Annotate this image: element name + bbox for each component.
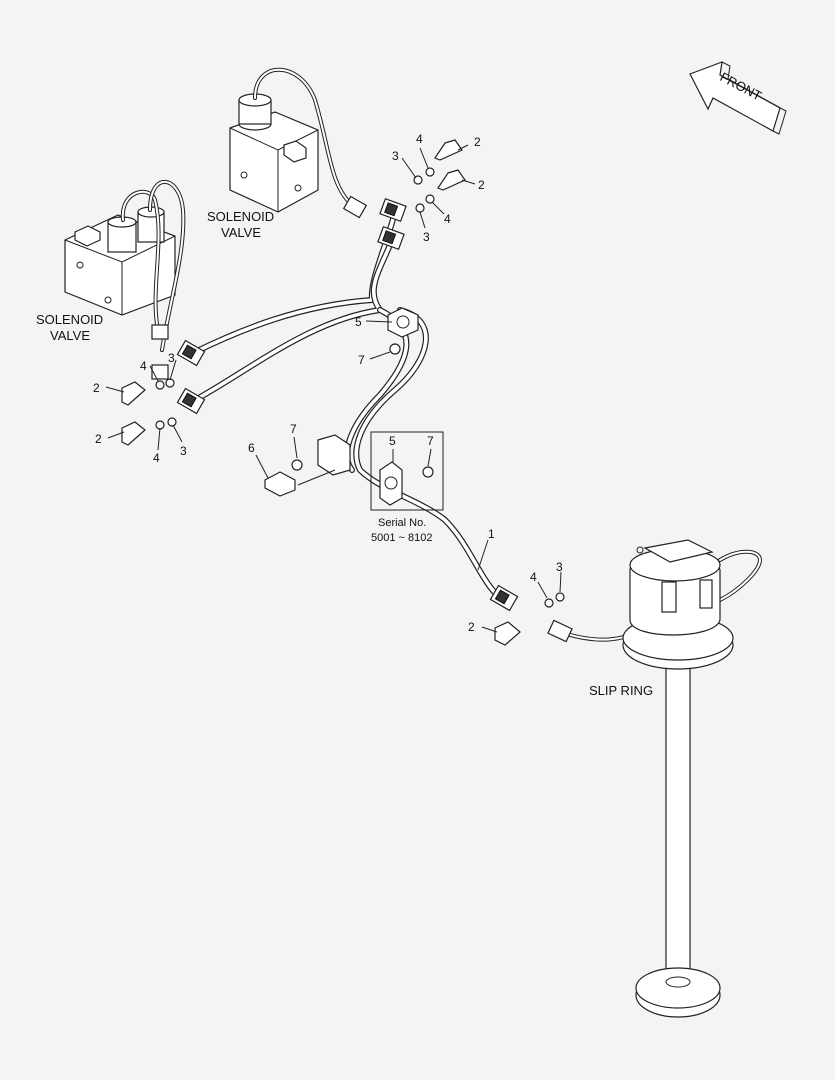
callout-2: 2	[95, 432, 102, 446]
connector-top-valve	[342, 195, 368, 219]
solenoid-valve-top	[229, 93, 319, 213]
callout-4: 4	[530, 570, 537, 584]
slip-ring-label: SLIP RING	[589, 683, 653, 698]
callout-2: 2	[93, 381, 100, 395]
bracket-lower	[494, 592, 565, 646]
bracket-left	[121, 378, 177, 446]
callout-4: 4	[140, 359, 147, 373]
svg-text:VALVE: VALVE	[50, 328, 90, 343]
callout-7: 7	[290, 422, 297, 436]
callout-2: 2	[474, 135, 481, 149]
callout-7: 7	[427, 434, 434, 448]
solenoid-valve-left	[64, 206, 176, 316]
connector-bracket-item-6	[264, 434, 351, 497]
svg-text:SOLENOID: SOLENOID	[207, 209, 274, 224]
callout-6: 6	[248, 441, 255, 455]
callout-5: 5	[389, 434, 396, 448]
callout-4: 4	[416, 132, 423, 146]
callout-2: 2	[478, 178, 485, 192]
harness-connectors	[176, 197, 519, 612]
svg-text:SOLENOID: SOLENOID	[36, 312, 103, 327]
serial-inset: Serial No. 5001 ~ 8102	[370, 431, 444, 544]
front-arrow: FRONT	[689, 61, 787, 135]
slip-ring	[622, 539, 734, 1018]
callout-7: 7	[358, 353, 365, 367]
serial-number-label: Serial No.	[378, 517, 426, 529]
callout-4: 4	[153, 451, 160, 465]
solenoid-leads	[120, 67, 354, 352]
connector-left-valve-1	[151, 324, 169, 340]
wire-harness	[192, 209, 503, 601]
bracket-right-upper	[413, 139, 466, 213]
callout-3: 3	[180, 444, 187, 458]
callout-3: 3	[168, 351, 175, 365]
callout-1: 1	[488, 527, 495, 541]
callout-5: 5	[355, 315, 362, 329]
callout-3: 3	[556, 560, 563, 574]
solenoid-valve-left-label: SOLENOID VALVE	[36, 312, 103, 343]
svg-text:VALVE: VALVE	[221, 225, 261, 240]
callout-2: 2	[468, 620, 475, 634]
clamp-item-5	[387, 307, 419, 355]
connector-left-valve-2	[151, 364, 169, 380]
callout-3: 3	[423, 230, 430, 244]
callout-3: 3	[392, 149, 399, 163]
callout-4: 4	[444, 212, 451, 226]
solenoid-valve-top-label: SOLENOID VALVE	[207, 209, 274, 240]
serial-number-range: 5001 ~ 8102	[371, 532, 432, 544]
leader-lines	[105, 144, 562, 633]
callout-numbers: 2 2 4 3 4 3 5 7 4 3 2 2 4 3 7 6 5 7 1 4 …	[93, 132, 563, 634]
